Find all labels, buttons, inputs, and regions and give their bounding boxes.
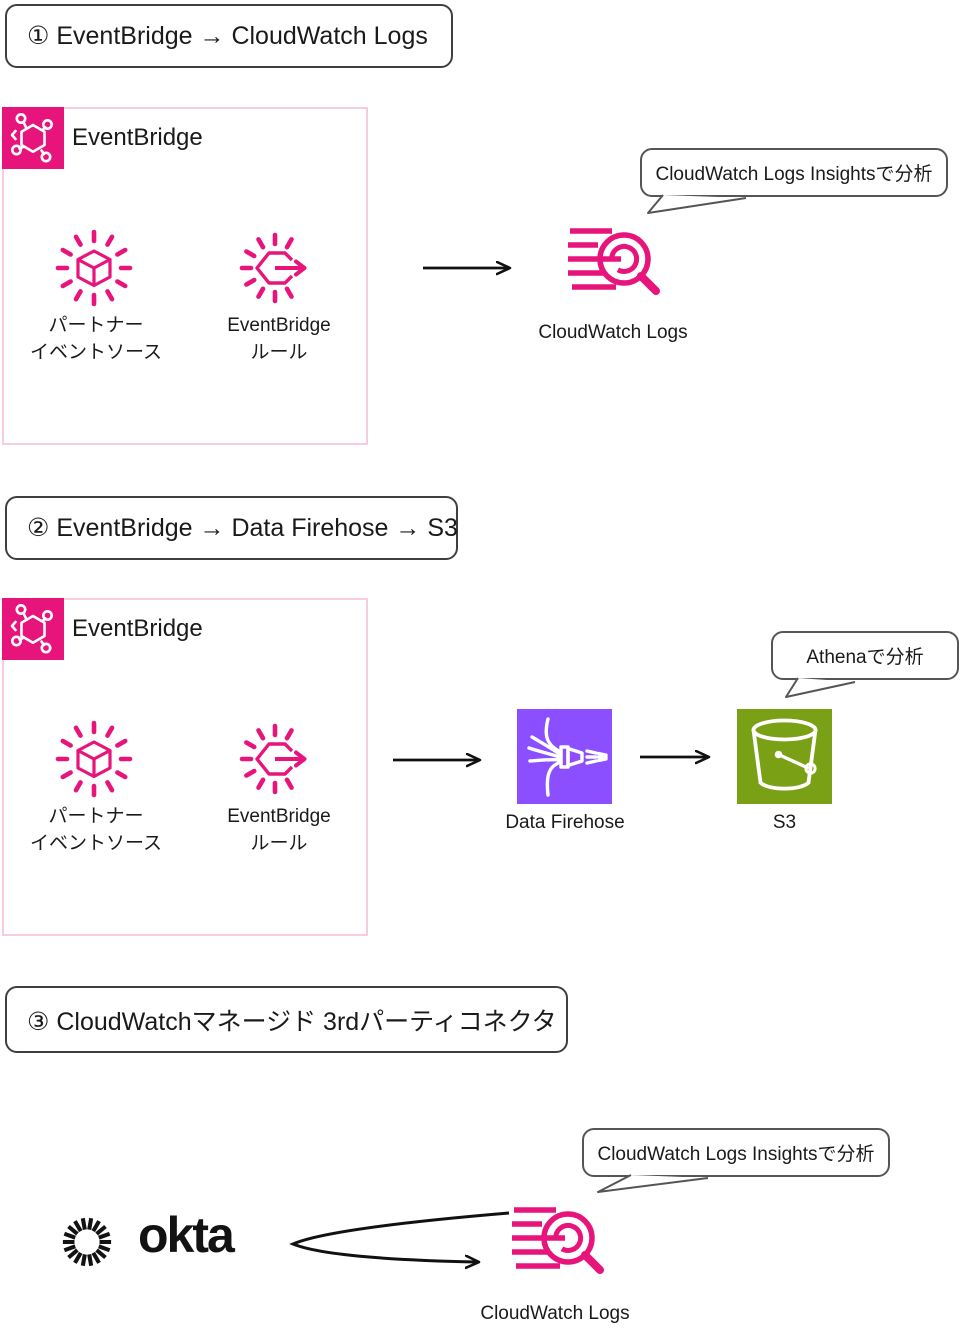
data-firehose-label: Data Firehose	[505, 812, 625, 833]
eventbridge-group-label: EventBridge	[72, 124, 203, 151]
callout-athena: Athenaで分析	[771, 631, 959, 680]
section1-title: ① EventBridge → CloudWatch Logs	[5, 4, 453, 68]
eventbridge-rule-label: EventBridge ルール	[227, 315, 331, 363]
data-firehose-icon	[517, 709, 612, 804]
callout-tail-1	[647, 194, 747, 214]
partner-event-source-label: パートナー イベントソース	[29, 315, 163, 363]
eventbridge-rule-label: EventBridge ルール	[227, 806, 331, 854]
eventbridge-rule-icon	[237, 227, 321, 311]
cloudwatch-logs-icon-1	[564, 224, 664, 307]
eventbridge-group-label: EventBridge	[72, 615, 203, 642]
cloudwatch-logs-label-1: CloudWatch Logs	[538, 322, 688, 343]
eventbridge-group-2: EventBridge パートナー イベントソース EventBridge ルー…	[2, 598, 368, 936]
section1-title-text: ① EventBridge → CloudWatch Logs	[27, 22, 428, 50]
partner-event-source-icon	[52, 227, 136, 311]
eventbridge-group-1: EventBridge パートナー イベントソース EventBridge ルー…	[2, 107, 368, 445]
s3-icon	[737, 709, 832, 804]
eventbridge-icon	[2, 598, 64, 660]
partner-event-source-label: パートナー イベントソース	[29, 806, 163, 854]
eventbridge-rule-icon	[237, 718, 321, 802]
partner-event-source-icon	[52, 718, 136, 802]
cloudwatch-logs-label-2: CloudWatch Logs	[480, 1303, 630, 1324]
callout-cloudwatch-insights-1: CloudWatch Logs Insightsで分析	[640, 148, 948, 197]
section3-title-text: ③ CloudWatchマネージド 3rdパーティコネクタ	[27, 1007, 557, 1036]
callout-tail-3	[597, 1174, 709, 1193]
callout-tail-2	[785, 677, 856, 698]
s3-label: S3	[772, 812, 797, 833]
section3-title: ③ CloudWatchマネージド 3rdパーティコネクタ	[5, 986, 568, 1053]
section2-title: ② EventBridge → Data Firehose → S3	[5, 496, 458, 560]
section2-title-text: ② EventBridge → Data Firehose → S3	[27, 514, 458, 542]
callout-cloudwatch-insights-2: CloudWatch Logs Insightsで分析	[582, 1128, 890, 1177]
eventbridge-icon	[2, 107, 64, 169]
arrow-cloudwatch-okta-poll	[289, 1211, 510, 1262]
okta-wordmark: okta	[138, 1207, 235, 1263]
okta-logo-icon	[60, 1215, 114, 1274]
cloudwatch-logs-icon-2	[508, 1203, 608, 1286]
